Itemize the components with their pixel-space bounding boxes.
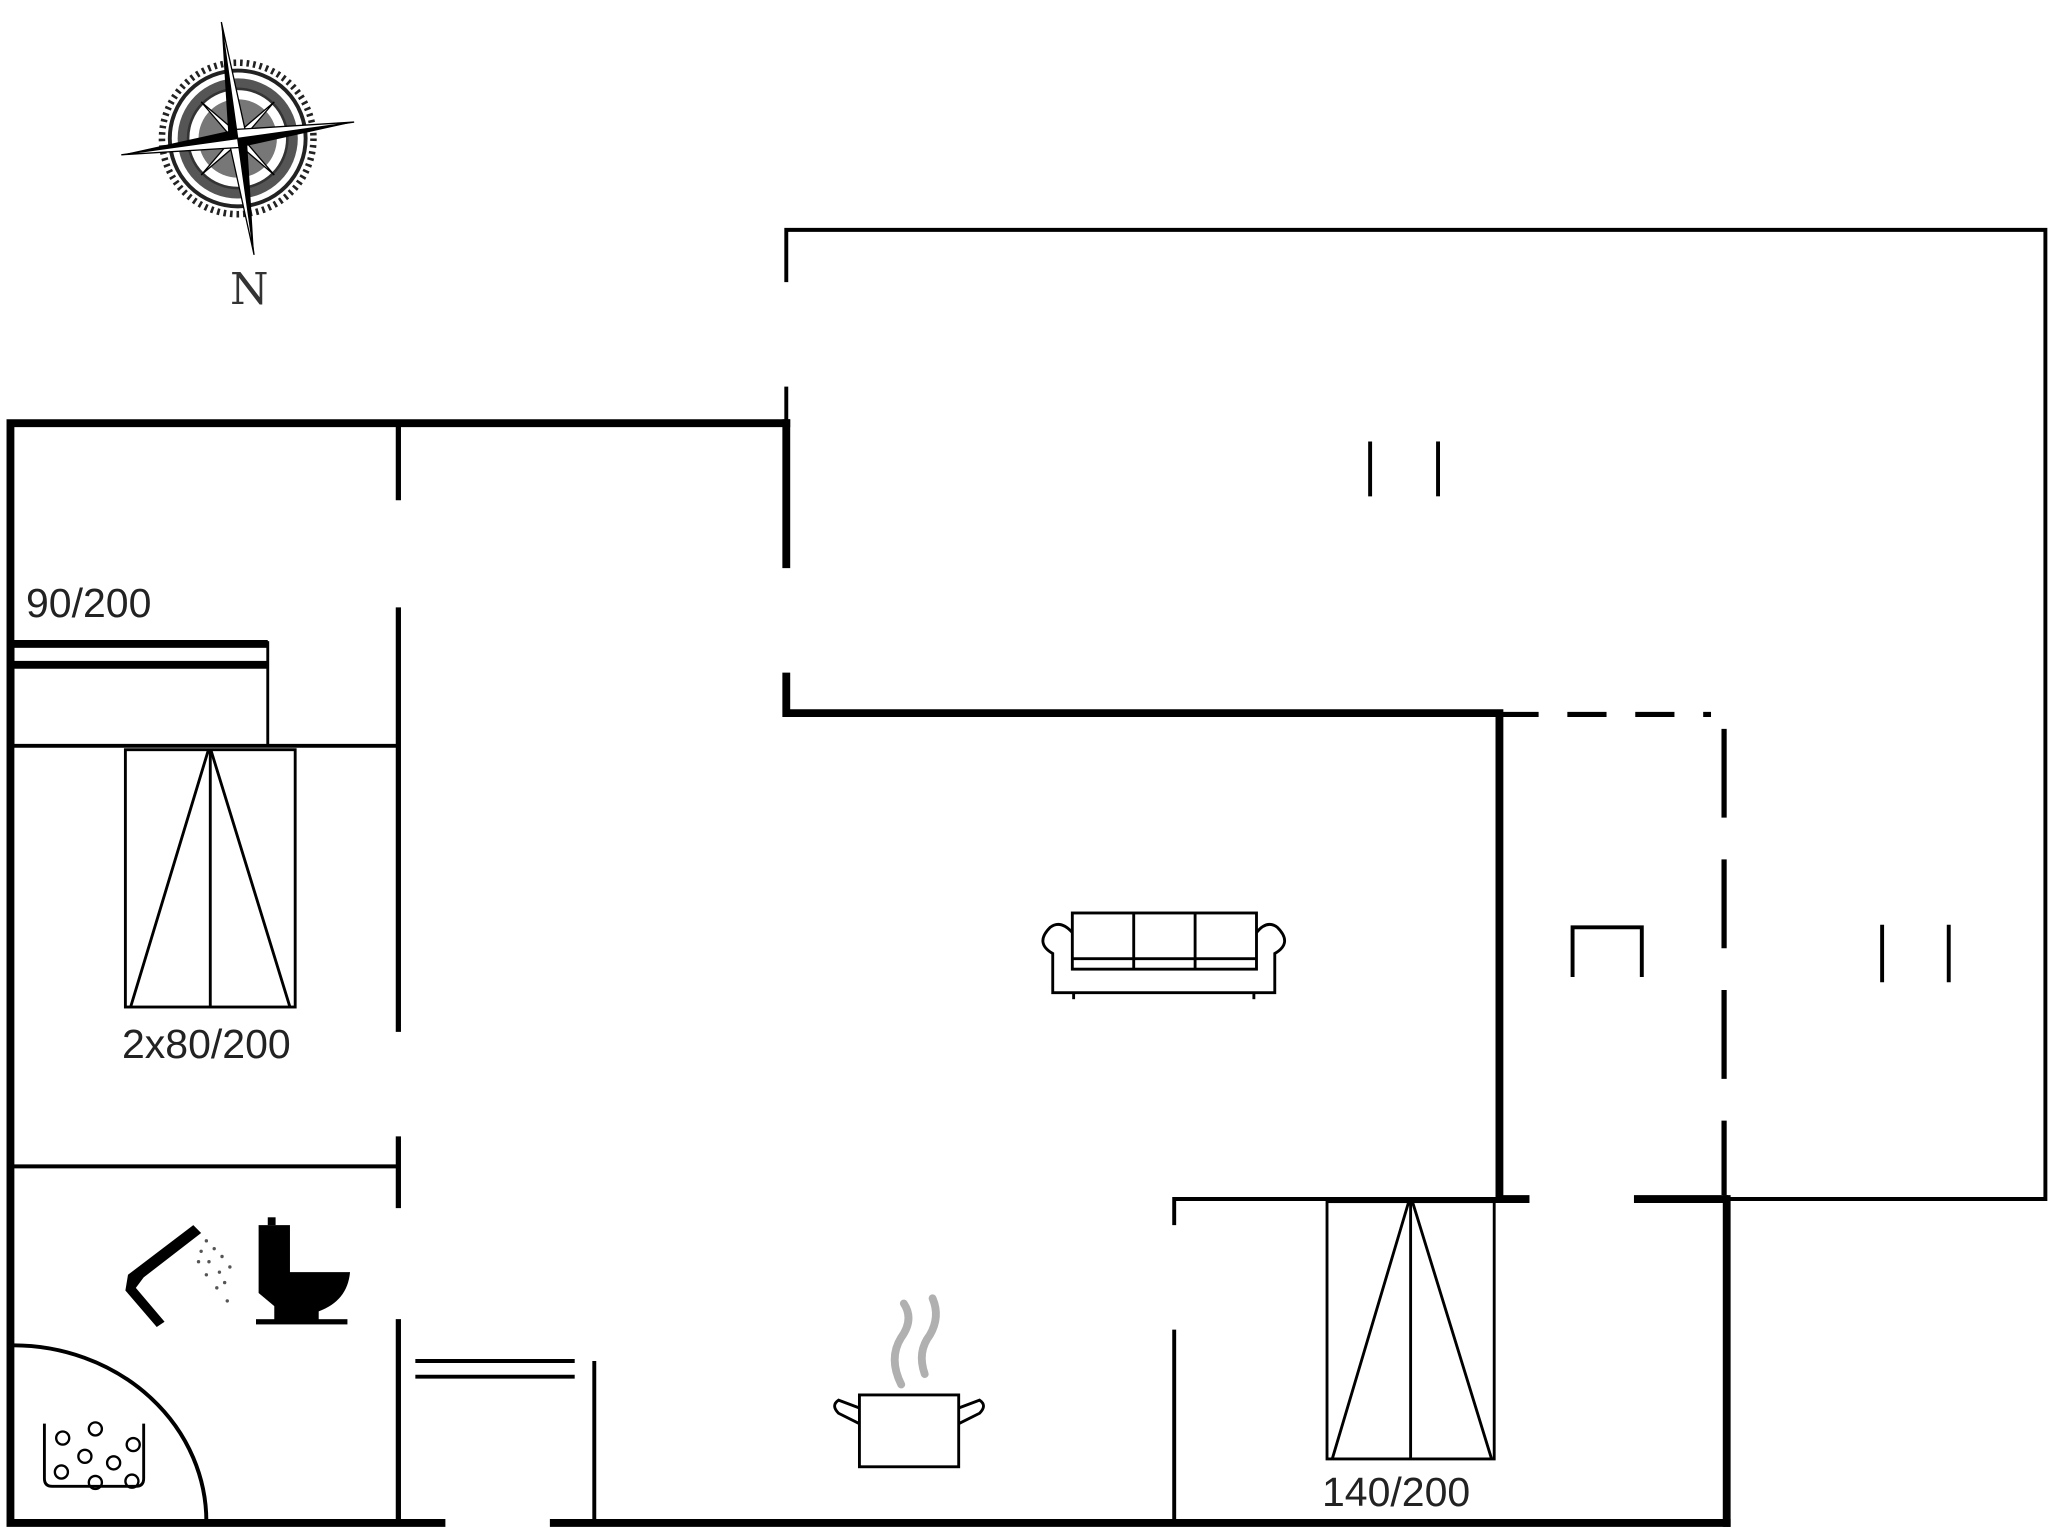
bed-label-twin: 2x80/200 <box>122 1021 291 1067</box>
sauna-stove-icon <box>42 1421 146 1491</box>
compass-rose-icon <box>121 21 355 255</box>
bed-label-double: 140/200 <box>1322 1469 1471 1515</box>
toilet-icon <box>256 1217 351 1325</box>
covered-terrace-dashed <box>1499 711 1727 1196</box>
terrace-outline <box>784 227 2048 1201</box>
exterior-walls <box>6 419 1731 1527</box>
cooking-pot-icon <box>833 1294 985 1469</box>
shower-icon <box>125 1225 232 1328</box>
single-bed-icon <box>11 640 270 748</box>
twin-bed-icon <box>123 748 297 1009</box>
double-bed-icon <box>1325 1200 1496 1461</box>
sofa-icon <box>1041 911 1287 1000</box>
bed-label-single: 90/200 <box>26 580 152 626</box>
sauna-icon <box>13 1343 209 1523</box>
compass-north-label: N <box>230 264 269 315</box>
